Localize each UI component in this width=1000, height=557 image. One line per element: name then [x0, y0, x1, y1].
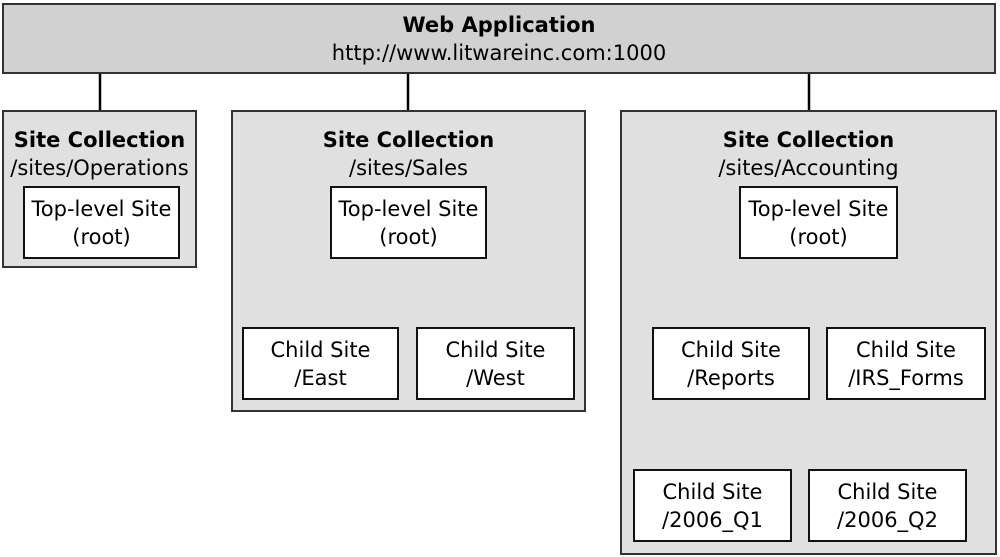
site-collection-path: /sites/Operations — [10, 156, 189, 180]
site-path: /West — [466, 365, 525, 390]
site-collection-title: Site Collection — [322, 128, 495, 152]
site-title: Child Site — [662, 479, 763, 504]
child-site-reports: Child Site /Reports — [652, 327, 810, 400]
site-path: (root) — [72, 224, 131, 249]
site-path: /IRS_Forms — [848, 365, 964, 390]
web-application-title: Web Application — [402, 12, 596, 37]
site-path: /2006_Q1 — [662, 507, 763, 532]
site-title: Child Site — [681, 337, 781, 362]
site-collection-path: /sites/Accounting — [718, 156, 899, 180]
child-site-east: Child Site /East — [242, 327, 399, 400]
child-site-west: Child Site /West — [416, 327, 575, 400]
child-site-irs-forms: Child Site /IRS_Forms — [826, 327, 986, 400]
site-path: (root) — [789, 224, 848, 249]
site-path: (root) — [379, 224, 438, 249]
site-title: Child Site — [837, 479, 938, 504]
site-collection-title: Site Collection — [722, 128, 895, 152]
site-path: /East — [294, 365, 347, 390]
site-path: /Reports — [687, 365, 775, 390]
child-site-2006-q1: Child Site /2006_Q1 — [633, 469, 792, 542]
web-application-url: http://www.litwareinc.com:1000 — [331, 40, 667, 65]
child-site-2006-q2: Child Site /2006_Q2 — [808, 469, 967, 542]
web-application-box: Web Application http://www.litwareinc.co… — [2, 3, 996, 74]
top-level-site-sales: Top-level Site (root) — [330, 186, 487, 259]
site-path: /2006_Q2 — [837, 507, 938, 532]
site-collection-title: Site Collection — [13, 128, 186, 152]
site-title: Child Site — [445, 337, 546, 362]
site-title: Child Site — [270, 337, 371, 362]
site-title: Top-level Site — [338, 196, 479, 221]
site-collection-path: /sites/Sales — [349, 156, 468, 180]
site-title: Top-level Site — [31, 196, 172, 221]
top-level-site-accounting: Top-level Site (root) — [739, 186, 898, 259]
site-title: Child Site — [856, 337, 956, 362]
site-title: Top-level Site — [748, 196, 889, 221]
top-level-site-operations: Top-level Site (root) — [23, 186, 180, 259]
